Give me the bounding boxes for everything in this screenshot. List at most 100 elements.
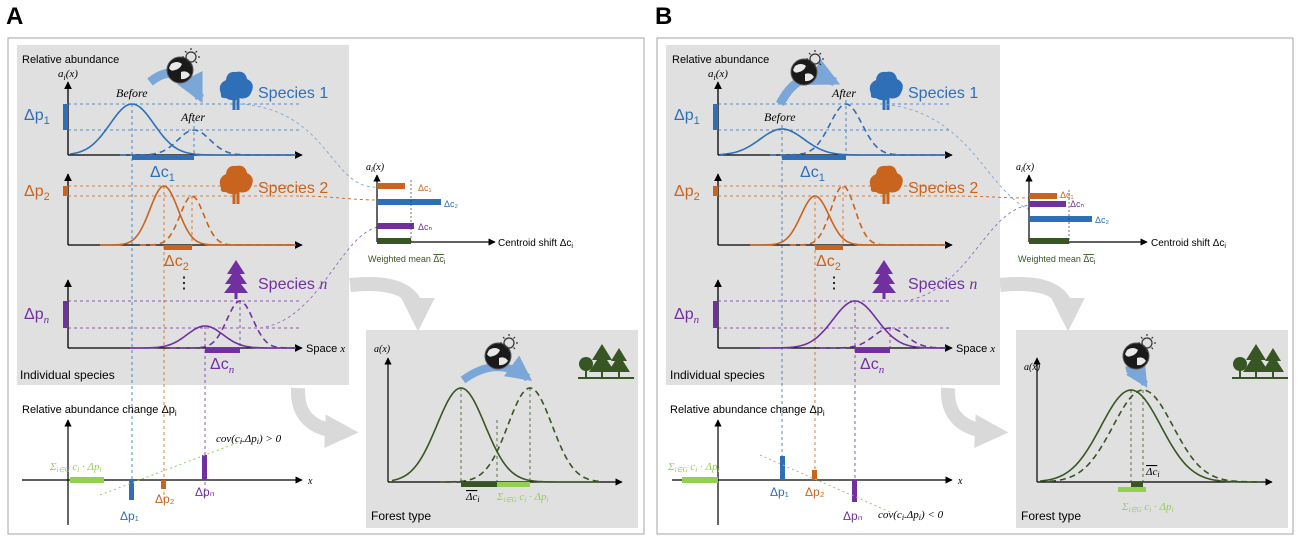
species-1-dc-bar <box>132 155 194 160</box>
forest-after-curve <box>1049 389 1261 483</box>
rel-change-label: Relative abundance change Δpi <box>22 404 177 418</box>
species-2-dp-label: Δp2 <box>24 183 50 203</box>
after-label: After <box>180 110 205 124</box>
species-2-dc-bar <box>164 245 192 250</box>
forest-sum-bar <box>497 482 530 487</box>
species-2-dc-label: Δc2 <box>164 253 189 273</box>
species-1-dp-bar <box>713 104 718 130</box>
species-n-name: Species n <box>258 276 327 293</box>
species-1-dp-label: Δp1 <box>24 107 50 127</box>
species-1-after-curve <box>120 129 296 156</box>
species-1-name: Species 1 <box>908 85 978 102</box>
big-arrow-to-forest <box>999 277 1085 332</box>
sum-label: Σi∈G ci · Δpi <box>667 461 719 474</box>
forest-sum-bar <box>1118 487 1146 492</box>
forest-mean-bar <box>1131 482 1143 487</box>
species-n-dp-label: Δpn <box>674 306 700 326</box>
species-n-plot: Δpn Δcn Species n Space x <box>24 260 345 500</box>
dc1-bar <box>377 183 405 189</box>
forest-type-plot: a(x) Δci Σi∈G ci · Δpi Forest type <box>1021 333 1288 523</box>
relative-abundance-label: Relative abundance <box>22 54 119 66</box>
ellipsis: ⋮ <box>826 275 842 292</box>
species-1-name: Species 1 <box>258 85 328 102</box>
species-1-dc-bar <box>782 155 846 160</box>
individual-species-label: Individual species <box>20 368 115 382</box>
centroid-shift-chart: ai(x) Δc₁ Δcₙ Δc₂ Centroid shift Δci Wei… <box>1016 162 1226 266</box>
species-2-plot: Δp2 Δc2 Species 2 <box>674 164 978 470</box>
species-n-dc-bar <box>855 348 890 353</box>
relative-abundance-label: Relative abundance <box>672 54 769 66</box>
dpn-bar <box>202 455 207 480</box>
dpn-label: Δpₙ <box>195 485 215 499</box>
species-1-plot: Δp1 Δc1 Before After Species 1 <box>24 47 328 500</box>
covariance-label: cov(ci.Δpi) < 0 <box>878 509 944 522</box>
x-axis-label: x <box>307 476 313 487</box>
relative-abundance-change-chart: Relative abundance change Δpi x Δp₁ Δp₂ … <box>22 404 313 525</box>
forest-ax-label: a(x) <box>374 344 391 355</box>
after-label: After <box>831 86 856 100</box>
forest-mean-bar <box>461 482 497 487</box>
dp1-label: Δp₁ <box>770 485 789 499</box>
forest-sum-label: Σi∈G ci · Δpi <box>496 491 548 504</box>
dc2-bar <box>1029 216 1092 222</box>
big-arrow-to-forest-lower <box>290 387 359 448</box>
species-2-after-curve <box>140 195 296 246</box>
panel-letter: A <box>6 3 23 30</box>
species-n-dp-bar <box>713 301 718 328</box>
panel-letter: B <box>655 3 672 30</box>
weighted-mean-bar <box>377 238 411 244</box>
species-n-dc-label: Δcn <box>860 356 885 376</box>
before-label: Before <box>116 86 148 100</box>
dc1-bar <box>1029 193 1057 199</box>
forest-ax-label: a(x) <box>1024 362 1041 373</box>
species-n-dp-label: Δpn <box>24 306 50 326</box>
species-2-dc-label: Δc2 <box>816 253 841 273</box>
species-1-dp-bar <box>63 104 68 130</box>
space-axis-label: Space x <box>306 343 345 355</box>
forest-mean-label: Δci <box>465 491 480 504</box>
forest-sum-label: Σi∈G ci · Δpi <box>1121 501 1173 514</box>
centroid-ai-axis: ai(x) <box>1016 162 1035 174</box>
species-2-plot: Δp2 Δc2 Species 2 <box>24 164 328 500</box>
dp1-bar <box>780 456 785 480</box>
species-2-dp-bar <box>713 186 718 196</box>
big-arrow-to-forest-lower <box>940 387 1009 448</box>
centroid-shift-chart: ai(x) Δc₁ Δc₂ Δcₙ Centroid shift Δci Wei… <box>366 162 573 266</box>
species-2-after-curve <box>790 185 946 246</box>
species-n-plot: Δpn Δcn Species n Space x <box>674 260 995 500</box>
species-1-dc-label: Δc1 <box>150 164 175 184</box>
species-2-name: Species 2 <box>258 180 328 197</box>
forest-type-plot: a(x) Δci Σi∈G ci · Δpi Forest type <box>371 333 634 523</box>
dp2-bar <box>161 480 166 489</box>
species-n-dp-bar <box>63 301 68 328</box>
rel-change-label: Relative abundance change Δpi <box>670 404 825 418</box>
dc1-label: Δc₁ <box>1060 190 1074 200</box>
space-axis-label: Space x <box>956 343 995 355</box>
dp1-bar <box>129 480 134 500</box>
dc2-label: Δc₂ <box>444 199 459 209</box>
dpn-bar <box>852 480 857 502</box>
species-2-name: Species 2 <box>908 180 978 197</box>
dc2-bar <box>377 199 441 205</box>
centroid-axis-label: Centroid shift Δci <box>498 238 573 250</box>
forest-mean-label: Δci <box>1145 466 1160 479</box>
dp2-label: Δp₂ <box>805 485 825 499</box>
ai-axis-label: ai(x) <box>708 68 728 82</box>
dcn-label: Δcₙ <box>1070 199 1085 209</box>
dc2-label: Δc₂ <box>1095 215 1110 225</box>
centroid-axis-label: Centroid shift Δci <box>1151 238 1226 250</box>
sum-bar <box>682 477 718 483</box>
panel-b: B Relative abundance ai(x) Δp1 Δc1 Befor… <box>655 3 1294 535</box>
dcn-bar <box>377 223 414 229</box>
dp2-bar <box>812 470 817 480</box>
species-n-name: Species n <box>908 276 977 293</box>
sum-label: Σi∈G ci · Δpi <box>49 461 101 474</box>
weighted-mean-label: Weighted mean Δci <box>368 254 446 266</box>
dcn-bar <box>1029 201 1066 207</box>
dc1-label: Δc₁ <box>418 183 432 193</box>
ellipsis: ⋮ <box>176 275 192 292</box>
dp1-label: Δp₁ <box>120 509 139 523</box>
weighted-mean-bar <box>1029 238 1069 244</box>
before-label: Before <box>764 110 796 124</box>
